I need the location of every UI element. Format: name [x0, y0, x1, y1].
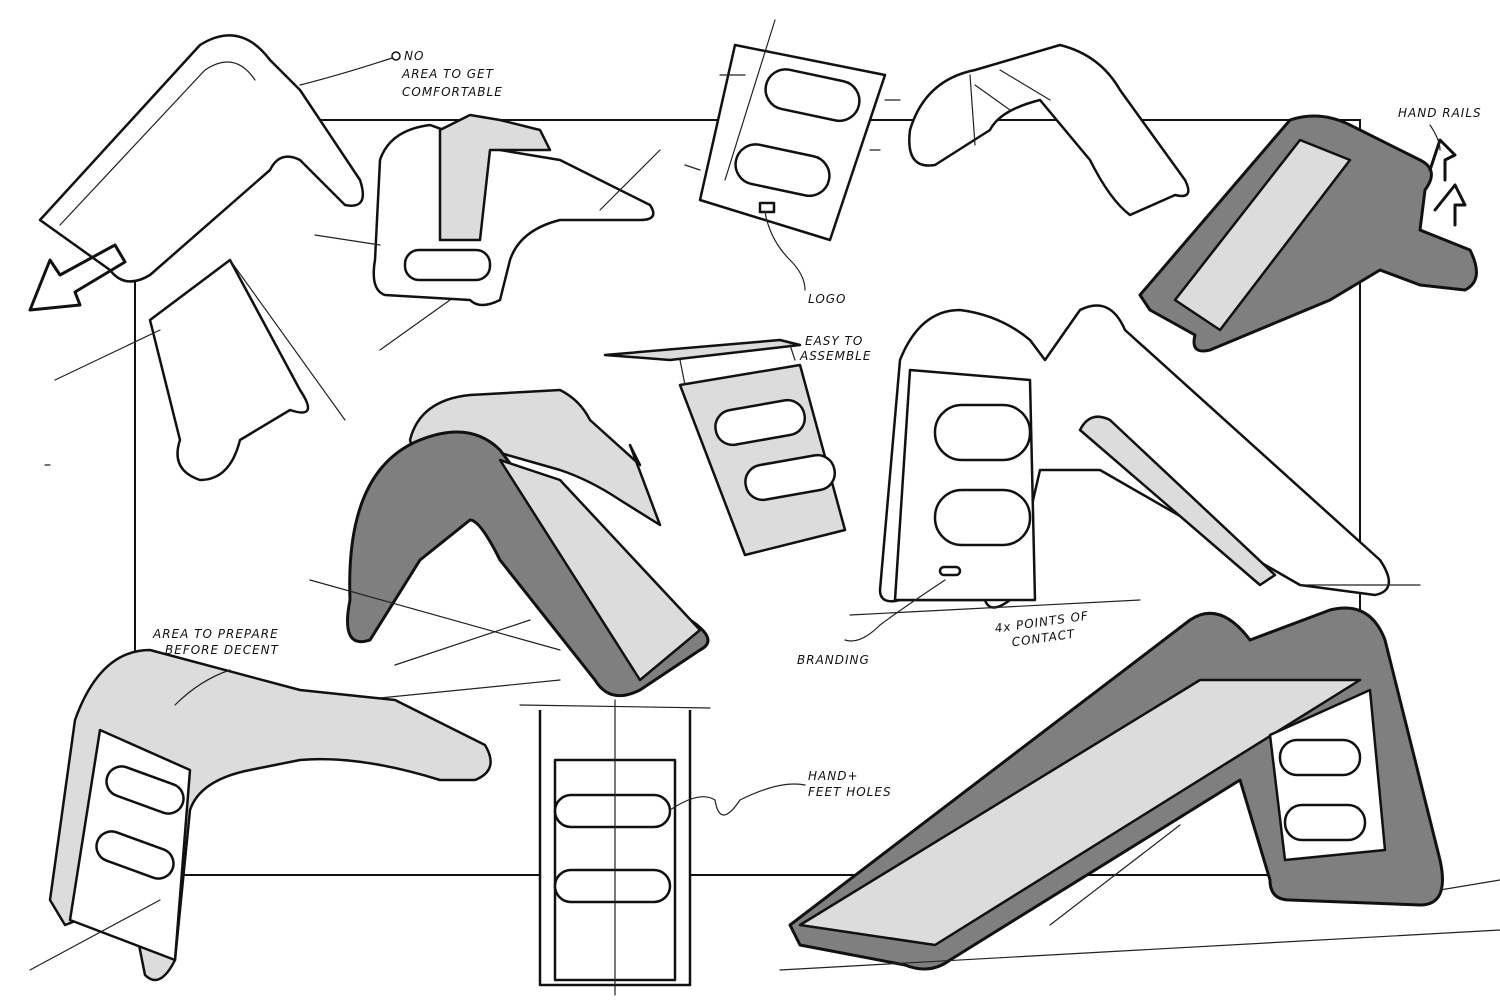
sketch-ladder-front [519, 699, 806, 996]
sketch-white-slide [908, 43, 1190, 217]
sketch-hand-rails-slide [1138, 114, 1478, 353]
note-logo: LOGO [808, 292, 847, 306]
sketch-dark-center-slide [309, 388, 710, 701]
sketch-ladder-panel-logo [684, 19, 901, 291]
note-hand-rails: HAND RAILS [1398, 106, 1482, 120]
sketch-bottom-left-slide [29, 648, 492, 982]
sketch-large-dark-slide [779, 606, 1500, 971]
sketch-large-white-slide [844, 304, 1421, 642]
sketch-ladder-slide [314, 113, 661, 351]
sketch-top-left-slide [28, 34, 365, 482]
note-points-contact: 4x POINTS OF CONTACT [994, 608, 1097, 652]
annotations: NO AREA TO GET COMFORTABLE LOGO HAND RAI… [152, 49, 1482, 799]
note-no-area: NO AREA TO GET COMFORTABLE [401, 49, 503, 99]
note-hand-feet: HAND+ FEET HOLES [808, 769, 892, 799]
note-branding: BRANDING [797, 653, 870, 667]
sketch-assemble-panel [603, 338, 847, 557]
note-easy-assemble: EASY TO ASSEMBLE [799, 334, 871, 363]
note-prepare-area: AREA TO PREPARE BEFORE DECENT [152, 627, 284, 657]
